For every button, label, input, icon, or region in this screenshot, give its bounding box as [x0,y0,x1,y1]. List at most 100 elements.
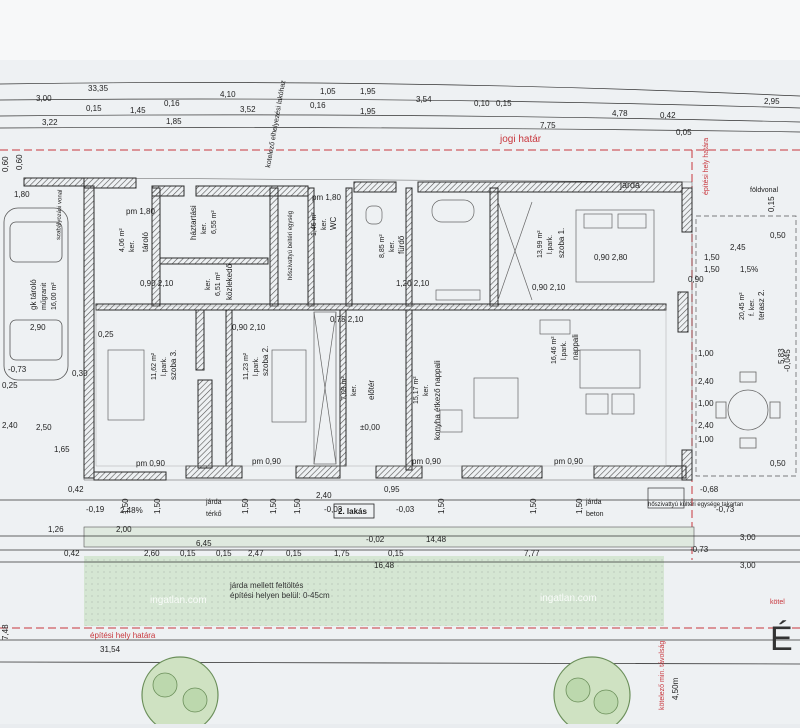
pm-label-6: pm 0,90 [554,457,583,466]
room-kitchen-area: 15,17 m² [413,376,420,404]
room-storage-name: tároló [141,231,150,252]
room-bed1-name: szoba 1. [557,228,566,258]
building-outline [83,177,693,481]
min-distance-value: 4,50m [671,677,680,700]
dim-top2-2: 0,15 [86,104,102,113]
level-1: ±0,00 [360,423,381,432]
porch-outline [95,305,667,467]
min-distance-label: kötelező min. távolság [659,641,666,710]
window-label-5: 1,20 2,10 [396,279,430,288]
room-garage-area: 16,00 m² [51,282,58,310]
room-storage-area: 4,06 m² [119,228,126,252]
room-kitchen-name: konyha étkező nappali [433,360,442,440]
dim-top-2: 4,10 [220,90,236,99]
dim-right-10: 0,50 [770,459,786,468]
window-labels: 0,90 2,10 0,75 2,10 0,90 2,10 0,90 2,80 … [140,253,628,332]
property-line-bottom [0,661,800,665]
dim-top2-10: 0,42 [660,111,676,120]
dim-right-14: 0,50 [770,231,786,240]
fill-area-dots [84,556,664,626]
room-storage: tároló ker. 4,06 m² [119,228,150,252]
room-bath-floor: ker. [389,241,396,252]
level-8: -0,73 [690,545,709,554]
dim-left-4: 0,25 [98,330,114,339]
level-3: -0,02 [366,535,385,544]
room-bed2-floor: l.park. [253,357,260,376]
room-storage-floor: ker. [129,241,136,252]
opening-6: 2,40 [316,491,332,500]
walkway-left-label: járda [205,499,222,506]
opening-5: 1,50 [293,498,302,514]
dim-bottom1-5: 3,00 [740,533,756,542]
dim-bottom2-7: 1,75 [334,549,350,558]
dim-top2-7: 1,95 [360,107,376,116]
apartment-tag: 2. lakás [338,507,367,516]
room-kitchen-floor: ker. [423,385,430,396]
apartment-tag-box [333,503,375,519]
tree-right [553,656,631,728]
room-living-area: 16,46 m² [551,336,558,364]
room-garage-floor: műgranit [41,283,48,310]
level-markers: ±0,00 -0,03 -0,02 -0,03 -0,19 -0,68 -0,7… [86,423,735,554]
pm-label-4: pm 0,90 [252,457,281,466]
dim-bottom-site: 31,54 [100,645,121,654]
left-note-label: szabályozási vonal [56,190,64,241]
room-household-floor: ker. [201,223,208,234]
dim-left-2: 0,60 [15,154,24,170]
room-corridor: közlekedő ker. 6,51 m² [205,263,234,300]
opening-8: 1,50 [437,498,446,514]
opening-3: 1,50 [241,498,250,514]
pm-label-1: pm 1,80 [126,207,155,216]
dim-left-11: 1,65 [54,445,70,454]
dim-left-3: 1,80 [14,190,30,199]
heatpump-in-label: hőszivattyú beltéri egység [288,211,294,280]
fill-note-1: járda mellett feltöltés [229,581,303,590]
bottom-dimension-lines [0,499,800,641]
watermark-2: ingatlan.com [540,593,597,604]
dim-bottom2-9: 7,77 [524,549,540,558]
dim-top-4: 1,95 [360,87,376,96]
walkway-strip [83,526,695,548]
dim-top2-4: 0,16 [164,99,180,108]
room-kitchen: konyha étkező nappali ker. 15,17 m² [413,360,442,440]
room-living-name: nappali [571,334,580,360]
dim-right-9: 1,00 [698,435,714,444]
dim-bottom1-2: 2,00 [116,525,132,534]
window-label-3: 0,90 2,10 [232,323,266,332]
bottom-dims-row1: 1,26 2,00 6,45 14,48 3,00 [48,525,756,548]
slope-label: 2,48% [120,506,143,515]
room-wc: WC ker. 1,46 m² [311,212,338,236]
left-dims: 0,60 0,60 1,80 0,25 2,90 -0,73 0,25 0,30… [1,154,114,494]
paper-shade [0,0,800,60]
dim-right-6: 2,40 [698,377,714,386]
dim-top-1: 33,35 [88,84,109,93]
dim-right-4: 0,90 [688,275,704,284]
window-label-6: 0,90 2,10 [532,283,566,292]
top-dims-row1: 33,35 4,10 1,05 1,95 3,54 0,10 0,15 2,95 [88,84,780,108]
right-dims: 2,45 1,50 1,50 0,90 1,00 2,40 1,00 2,40 … [688,196,792,468]
room-living-floor: l.park. [561,341,568,360]
window-label-2: 0,75 2,10 [330,315,364,324]
dim-left-5: 2,90 [30,323,46,332]
dim-bottom2-2: 2,60 [144,549,160,558]
walkway-right-material: beton [586,511,604,518]
pm-labels: pm 1,80 pm 1,80 pm 0,90 pm 0,90 pm 0,90 … [126,193,583,468]
dim-bottom2-6: 0,15 [286,549,302,558]
dim-bottom2-4: 0,15 [216,549,232,558]
opening-1: 1,50 [121,498,130,514]
dim-top2-8: 7,75 [540,121,556,130]
dim-bottom2-8: 0,15 [388,549,404,558]
dim-top3-2: 1,85 [166,117,182,126]
room-garage-name: gk tároló [29,279,38,310]
room-bed3-area: 11,62 m² [151,352,158,380]
room-wc-floor: ker. [321,219,328,230]
room-bath: fürdő ker. 8,85 m² [379,234,406,258]
dim-top-3: 1,05 [320,87,336,96]
heatpump-box [647,487,685,509]
sheet-letter: É [770,620,793,658]
room-bed2-name: szoba 2. [261,346,270,376]
room-bed1-floor: l.park. [547,235,554,254]
dim-top-5: 3,54 [416,95,432,104]
room-household: háztartási ker. 6,55 m² [189,205,218,240]
